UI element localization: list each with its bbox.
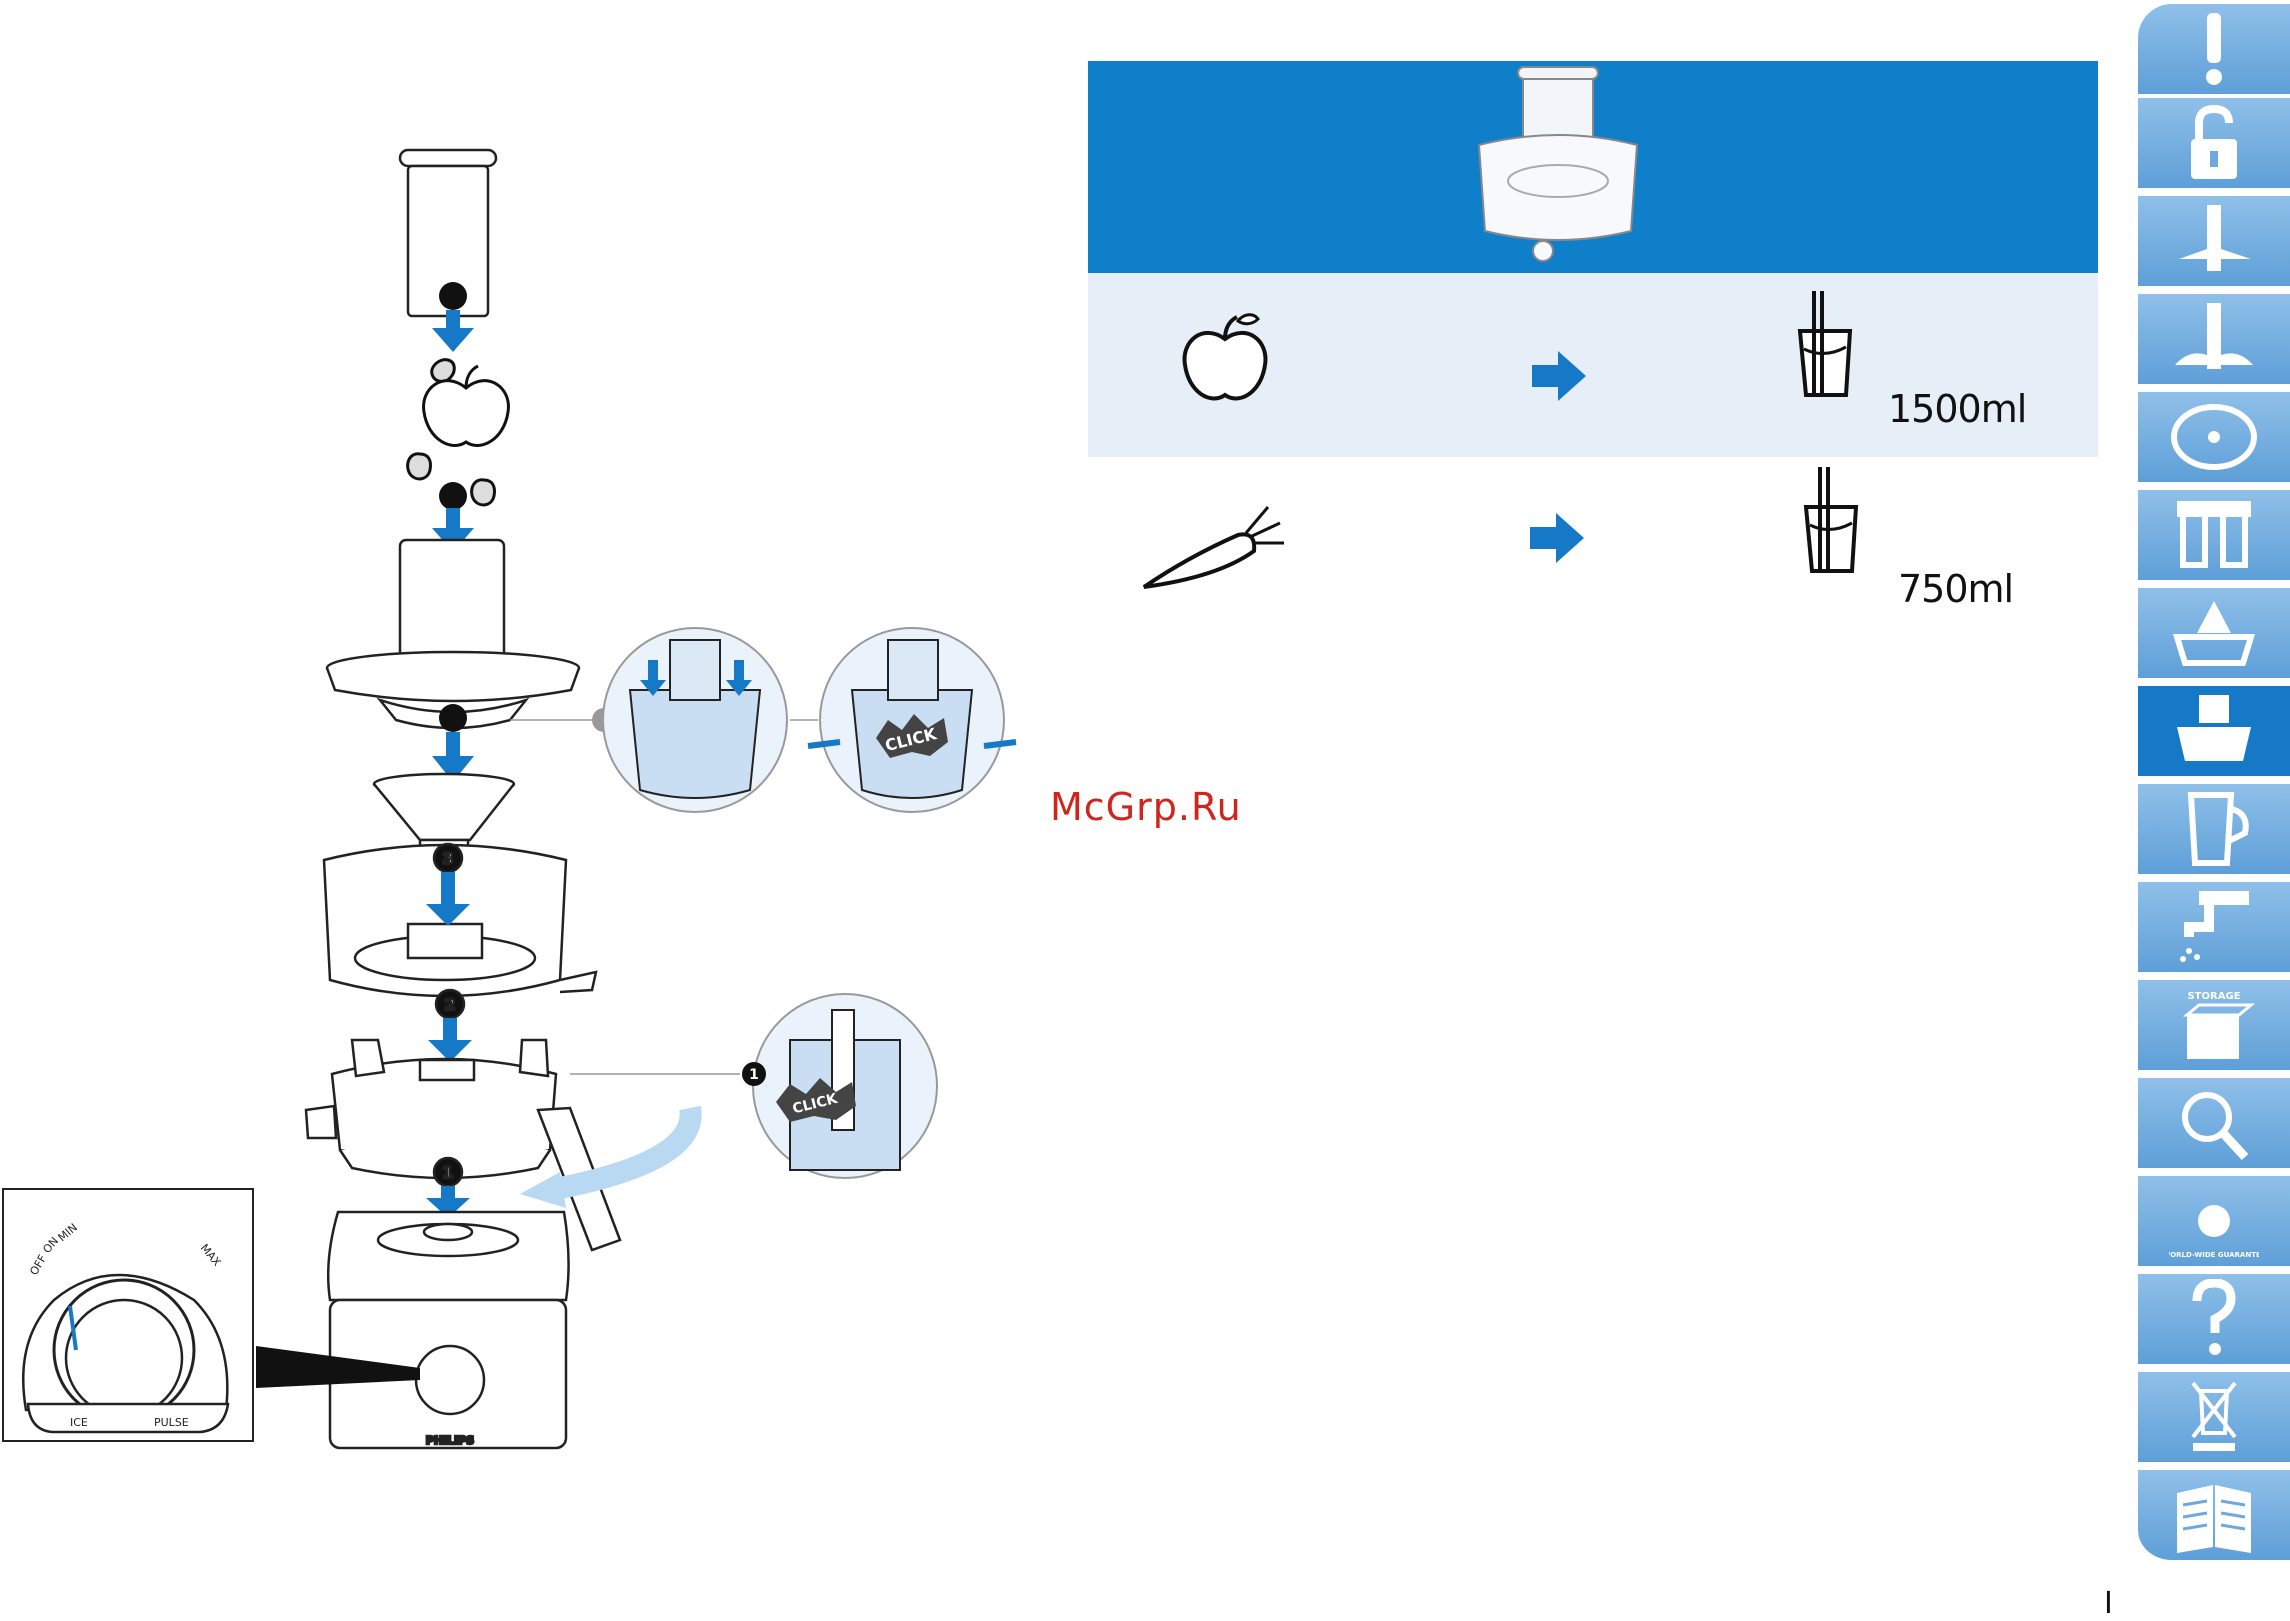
tab-warning[interactable]: [2138, 4, 2290, 98]
section-sidebar: STORAGE WORLD-WIDE GUARANTEE: [2138, 0, 2290, 1621]
storage-box-icon: STORAGE: [2169, 985, 2259, 1065]
tab-blender-jar[interactable]: [2138, 784, 2290, 878]
step-number-1-detail: 1: [749, 1067, 759, 1083]
tab-recipes[interactable]: [2138, 1470, 2290, 1564]
motor-base: 1 PHILIPS: [328, 1158, 568, 1448]
unlock-icon: [2169, 103, 2259, 183]
carrot-icon: [1138, 497, 1288, 597]
brand-label: PHILIPS: [426, 1434, 475, 1447]
chopping-blade-icon: [2169, 201, 2259, 281]
tap-icon: [2169, 887, 2259, 967]
kneading-blade-icon: [2169, 299, 2259, 379]
tab-beater[interactable]: [2138, 490, 2290, 584]
juicer-bowl: 3: [324, 844, 596, 996]
dial-max-label: MAX: [198, 1242, 224, 1270]
glass-icon: [1796, 463, 1866, 583]
volume-label: 750ml: [1898, 567, 2013, 611]
dial-pulse-label: PULSE: [154, 1416, 189, 1429]
disc-icon: [2169, 397, 2259, 477]
disposal-bin-icon: [2169, 1377, 2259, 1457]
lid-click-circle: CLICK: [790, 628, 1016, 812]
tab-guarantee[interactable]: WORLD-WIDE GUARANTEE: [2138, 1176, 2290, 1270]
juicer-attachment-icon: [1463, 61, 1653, 271]
glass-icon: [1790, 287, 1860, 407]
table-row: 1500ml: [1088, 273, 2098, 457]
juicer-icon: [2169, 691, 2259, 771]
tab-disc[interactable]: [2138, 392, 2290, 486]
question-icon: [2169, 1279, 2259, 1359]
tab-unlock[interactable]: [2138, 98, 2290, 192]
motor-detail-circle: 1 CLICK: [742, 994, 937, 1178]
guarantee-label: WORLD-WIDE GUARANTEE: [2169, 1251, 2259, 1259]
tab-citrus-press[interactable]: [2138, 588, 2290, 682]
dial-min-label: MIN: [56, 1221, 80, 1244]
apple-icon: [1180, 309, 1270, 409]
tab-environment[interactable]: [2138, 1372, 2290, 1466]
storage-label: STORAGE: [2187, 991, 2240, 1002]
step-number-3: 3: [442, 849, 453, 868]
warning-icon: [2169, 9, 2259, 89]
tab-storage[interactable]: STORAGE: [2138, 980, 2290, 1074]
tab-tap[interactable]: [2138, 882, 2290, 976]
speed-dial-inset: OFF ON MIN MAX ICE PULSE: [2, 1188, 254, 1442]
filter-basket: [374, 774, 514, 852]
tab-troubleshooting[interactable]: [2138, 1078, 2290, 1172]
dial-off-label: OFF: [27, 1253, 49, 1278]
tab-chopping-blade[interactable]: [2138, 196, 2290, 290]
tab-juicer[interactable]: [2138, 686, 2290, 780]
lid-detail-circle: [603, 628, 787, 812]
arrow-right-icon: [1528, 509, 1586, 567]
beater-icon: [2169, 495, 2259, 575]
watermark: McGrp.Ru: [1050, 785, 1242, 829]
tab-questions[interactable]: [2138, 1274, 2290, 1368]
booklet-icon: [2169, 1475, 2259, 1555]
step-number-1: 1: [442, 1163, 453, 1182]
globe-icon: WORLD-WIDE GUARANTEE: [2169, 1181, 2259, 1261]
page-number: I: [2104, 1586, 2113, 1621]
table-row: 750ml: [1088, 457, 2098, 617]
step-number-2: 2: [444, 995, 455, 1014]
arrow-right-icon: [1530, 347, 1588, 405]
volume-label: 1500ml: [1888, 387, 2026, 431]
blender-jar-icon: [2169, 789, 2259, 869]
table-header: [1088, 61, 2098, 273]
tab-kneading-blade[interactable]: [2138, 294, 2290, 388]
magnifier-icon: [2169, 1083, 2259, 1163]
juicer-lid: [327, 540, 579, 728]
dial-ice-label: ICE: [70, 1416, 88, 1429]
citrus-press-icon: [2169, 593, 2259, 673]
